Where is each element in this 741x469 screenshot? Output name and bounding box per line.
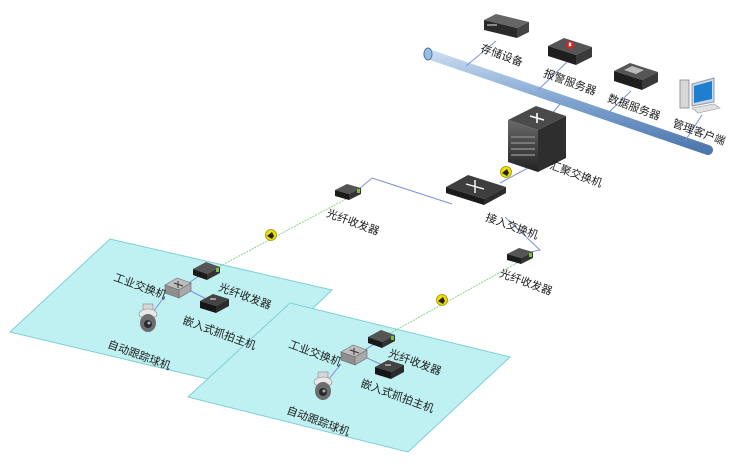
industrial-switch-icon — [164, 277, 192, 299]
fiber-transceiver-icon — [507, 248, 533, 264]
fiber-transceiver-icon — [368, 330, 395, 348]
storage-device-icon — [484, 14, 529, 38]
fiber-connector-icon — [265, 166, 512, 306]
fiber-transceiver-icon — [193, 262, 220, 280]
desktop-computer-icon — [679, 77, 721, 114]
dome-camera-icon — [138, 303, 158, 332]
backbone-bus — [423, 47, 713, 155]
server-icon — [614, 63, 658, 90]
aggregation-switch-icon — [508, 106, 566, 172]
embedded-capture-host-icon — [200, 294, 229, 313]
industrial-switch-icon — [340, 344, 368, 366]
monitoring-zone-2 — [186, 302, 512, 453]
copper-links — [357, 167, 542, 255]
embedded-capture-host-icon — [375, 360, 404, 379]
server-icon — [548, 38, 592, 65]
network-switch-icon — [446, 175, 506, 205]
dome-camera-icon — [313, 371, 333, 400]
fiber-transceiver-icon — [335, 184, 361, 200]
